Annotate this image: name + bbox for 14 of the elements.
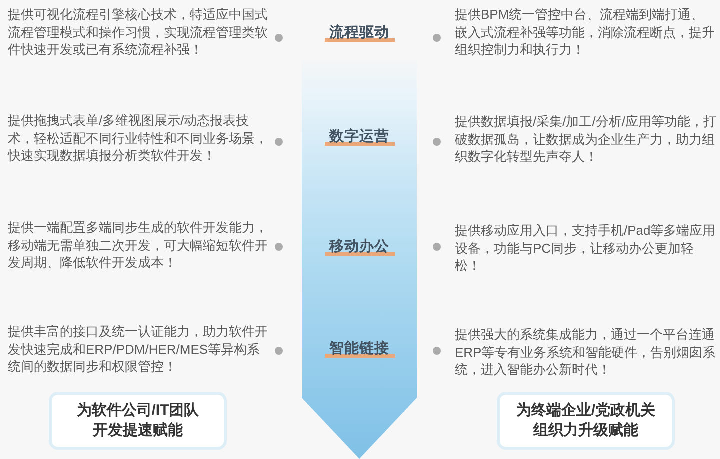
summary-card: 为软件公司/IT团队开发提速赋能	[49, 392, 227, 450]
description-text: 提供丰富的接口及统一认证能力，助力软件开发快速完成和ERP/PDM/HER/MES等异构系统间的数据同步和权限管控！	[8, 323, 269, 376]
section-heading: 数字运营	[324, 127, 394, 147]
description-text: 提供可视化流程引擎核心技术，特适应中国式流程管理模式和操作习惯，实现流程管理类软件快速开发或已有系统流程补强！	[8, 6, 269, 58]
description-text: 提供一端配置多端同步生成的软件开发能力，移动端无需单独二次开发，可大幅缩短软件开发周期、降低软件开发成本！	[8, 219, 269, 272]
description-text: 提供移动应用入口，支持手机/Pad等多端应用设备，功能与PC同步，让移动办公更加轻松！	[455, 222, 717, 274]
description-text: 提供强大的系统集成能力，通过一个平台连通ERP等专有业务系统和智能硬件，告别烟囱系统，进入智能办公新时代！	[455, 326, 717, 378]
section-heading: 智能链接	[324, 339, 394, 359]
summary-card: 为终端企业/党政机关组织力升级赋能	[497, 392, 675, 450]
section-heading: 流程驱动	[324, 23, 394, 43]
section-heading: 移动办公	[324, 237, 394, 257]
description-text: 提供拖拽式表单/多维视图展示/动态报表技术，轻松适配不同行业特性和不同业务场景，快速实现数据填报分析类软件开发！	[8, 112, 269, 164]
description-text: 提供BPM统一管控中台、流程端到端打通、嵌入式流程补强等功能，消除流程断点，提升组织控制力和执行力！	[455, 6, 716, 58]
description-text: 提供数据填报/采集/加工/分析/应用等功能，打破数据孤岛，让数据成为企业生产力，助力组织数字化转型先声夺人！	[455, 113, 717, 166]
